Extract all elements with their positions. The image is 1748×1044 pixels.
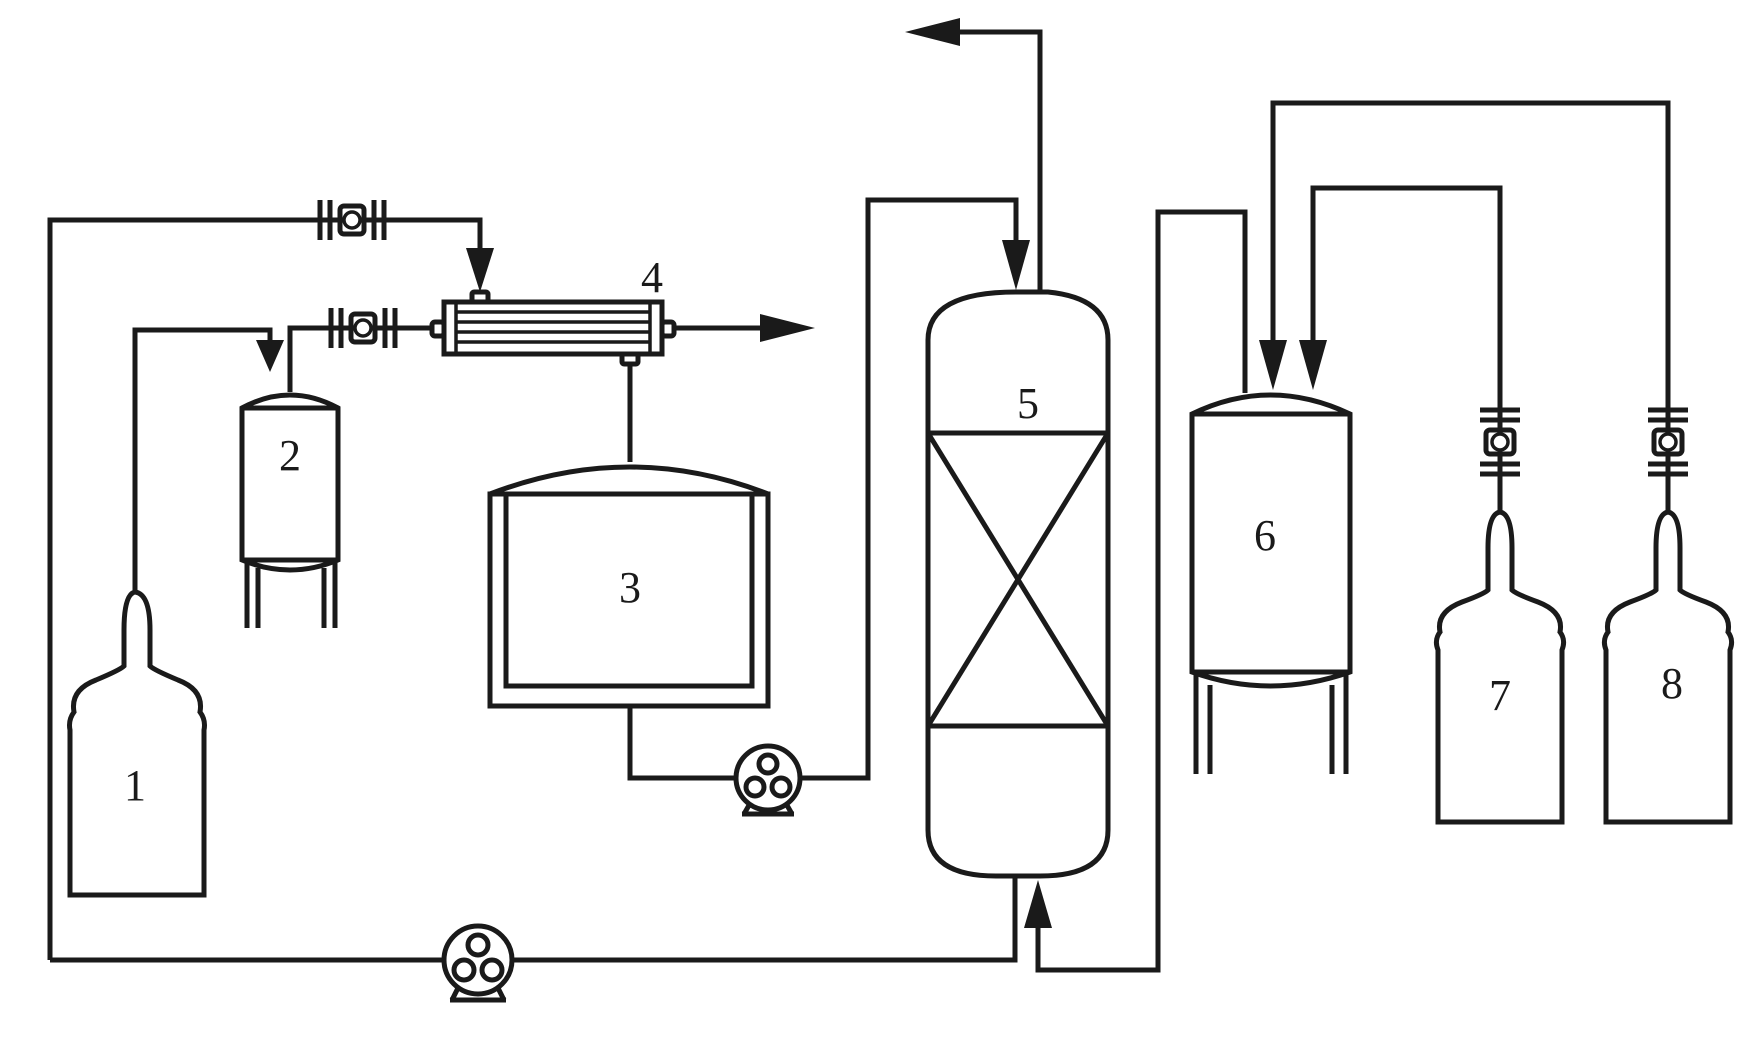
arrow-head-icon bbox=[1259, 340, 1287, 390]
unit-3-tank[interactable]: 3 bbox=[487, 464, 771, 709]
unit-6-vessel[interactable]: 6 bbox=[1189, 392, 1353, 774]
heat-exchanger-icon bbox=[441, 299, 665, 357]
gas-cylinder-icon bbox=[67, 589, 207, 898]
vessel-legs bbox=[1193, 675, 1349, 774]
pipe-vessel6-to-reactor5 bbox=[1035, 209, 1248, 973]
unit-8-gas-cylinder[interactable]: 8 bbox=[1601, 509, 1735, 825]
pipe-cyl7-to-vessel6 bbox=[1310, 185, 1503, 510]
unit-6-label: 6 bbox=[1254, 511, 1276, 560]
arrow-head-icon bbox=[466, 248, 494, 292]
gas-cylinder-icon bbox=[1601, 509, 1735, 825]
pipes bbox=[47, 29, 1671, 973]
pipe-cyl8-to-vessel6 bbox=[1270, 100, 1671, 510]
valve-icon[interactable] bbox=[317, 200, 387, 240]
vessel-body bbox=[239, 392, 341, 573]
unit-7-gas-cylinder[interactable]: 7 bbox=[1433, 509, 1567, 825]
pipe-loop-bottom bbox=[50, 876, 1018, 963]
arrow-head-icon bbox=[1299, 340, 1327, 390]
unit-3-label: 3 bbox=[619, 563, 641, 612]
vessel-legs-inner bbox=[1207, 685, 1335, 774]
tank-inner bbox=[503, 491, 755, 689]
valve-icon[interactable] bbox=[1480, 407, 1520, 477]
flow-arrows bbox=[256, 18, 1327, 928]
pump-icon[interactable] bbox=[441, 923, 515, 1003]
vessel-body bbox=[1189, 392, 1353, 689]
unit-4-label: 4 bbox=[641, 253, 663, 302]
unit-4-heat-exchanger[interactable]: 4 bbox=[429, 253, 677, 367]
valve-icon[interactable] bbox=[328, 308, 398, 348]
valves bbox=[317, 200, 1688, 477]
pipe-tank3-to-reactor5 bbox=[627, 197, 1019, 781]
unit-8-label: 8 bbox=[1661, 659, 1683, 708]
pipe-reactor5-top-outlet bbox=[960, 29, 1043, 292]
tank-lid bbox=[489, 464, 769, 497]
unit-1-label: 1 bbox=[124, 761, 146, 810]
unit-2-label: 2 bbox=[279, 431, 301, 480]
pipe-loop-top bbox=[47, 217, 483, 960]
arrow-head-icon bbox=[760, 314, 815, 342]
arrow-head-icon bbox=[905, 18, 960, 46]
unit-1-gas-cylinder[interactable]: 1 bbox=[67, 589, 207, 898]
unit-7-label: 7 bbox=[1489, 671, 1511, 720]
gas-cylinder-icon bbox=[1433, 509, 1567, 825]
pumps bbox=[441, 743, 803, 1003]
unit-5-reactor-column[interactable]: 5 bbox=[925, 289, 1111, 879]
unit-5-label: 5 bbox=[1017, 379, 1039, 428]
arrow-head-icon bbox=[256, 340, 284, 372]
packed-bed-cross bbox=[925, 431, 1111, 728]
arrow-head-icon bbox=[1002, 240, 1030, 290]
vessel-legs bbox=[244, 555, 338, 628]
arrow-head-icon bbox=[1024, 880, 1052, 928]
valve-icon[interactable] bbox=[1648, 407, 1688, 477]
vessel-legs-inner bbox=[255, 568, 327, 628]
unit-2-vessel[interactable]: 2 bbox=[239, 392, 341, 628]
pump-icon[interactable] bbox=[733, 743, 803, 817]
